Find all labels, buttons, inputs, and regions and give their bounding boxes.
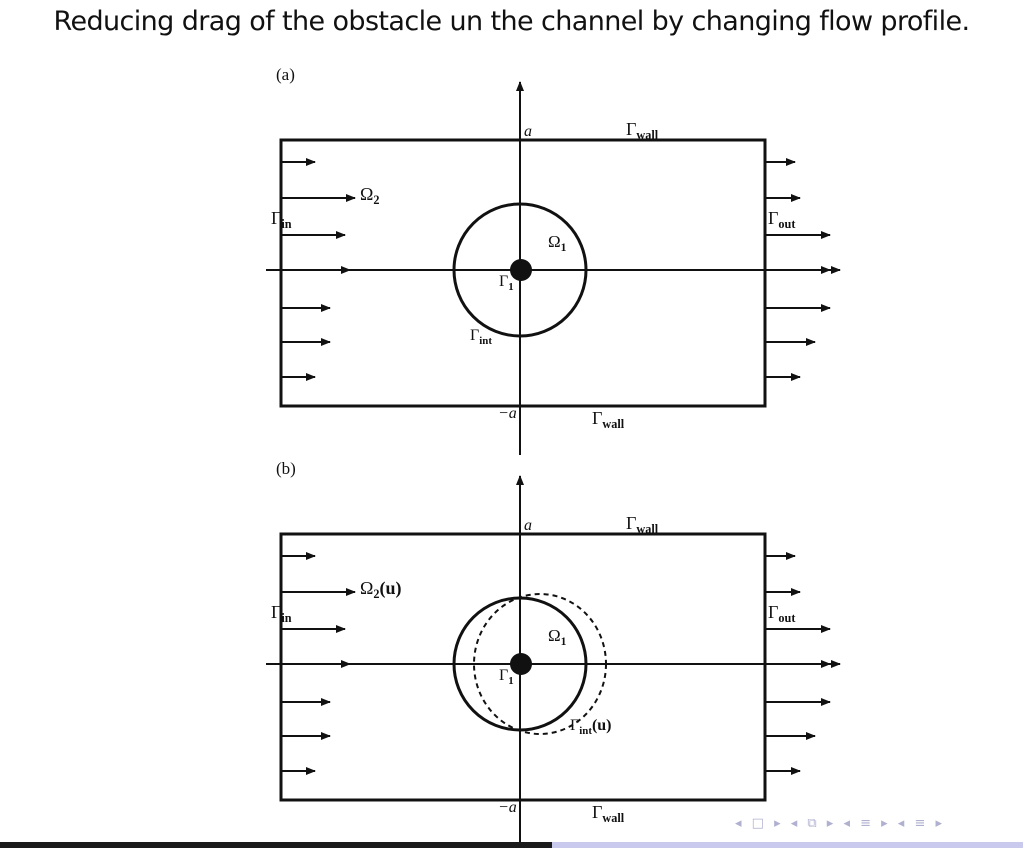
interface-circle [452, 202, 588, 338]
channel-boundary [279, 138, 767, 408]
footer-bar-right [552, 842, 1023, 848]
label-gamma-wall-bottom: Γwall [592, 802, 625, 825]
panel-label: (a) [276, 65, 295, 84]
obstacle [510, 653, 532, 675]
label-omega-1: Ω1 [548, 232, 567, 254]
label-gamma-wall-top: Γwall [626, 119, 659, 142]
label-gamma-1: Γ1 [499, 273, 514, 293]
obstacle [510, 259, 532, 281]
label-gamma-1: Γ1 [499, 667, 514, 687]
label-gamma-in: Γin [271, 208, 292, 231]
channel-boundary [279, 532, 767, 802]
label-gamma-wall-top: Γwall [626, 513, 659, 536]
label-a: a [524, 123, 532, 140]
slide-title: Reducing drag of the obstacle un the cha… [53, 6, 971, 37]
label-gamma-out: Γout [768, 208, 796, 231]
label-a: a [524, 517, 532, 534]
label-gamma-int: Γint(u) [570, 717, 612, 737]
label-gamma-out: Γout [768, 602, 796, 625]
label-omega-1: Ω1 [548, 626, 567, 648]
beamer-navigation[interactable]: ◂ □ ▸ ◂ ⧉ ▸ ◂ ≡ ▸ ◂ ≡ ▸ [735, 816, 946, 831]
label-minus-a: −a [498, 799, 517, 816]
label-omega-2: Ω2(u) [360, 578, 402, 601]
label-gamma-int: Γint [470, 327, 492, 347]
panel-label: (b) [276, 459, 296, 478]
label-gamma-wall-bottom: Γwall [592, 408, 625, 431]
label-omega-2: Ω2 [360, 184, 380, 207]
footer-bar-left [0, 842, 552, 848]
label-minus-a: −a [498, 405, 517, 422]
label-gamma-in: Γin [271, 602, 292, 625]
deformed-interface [473, 593, 607, 735]
